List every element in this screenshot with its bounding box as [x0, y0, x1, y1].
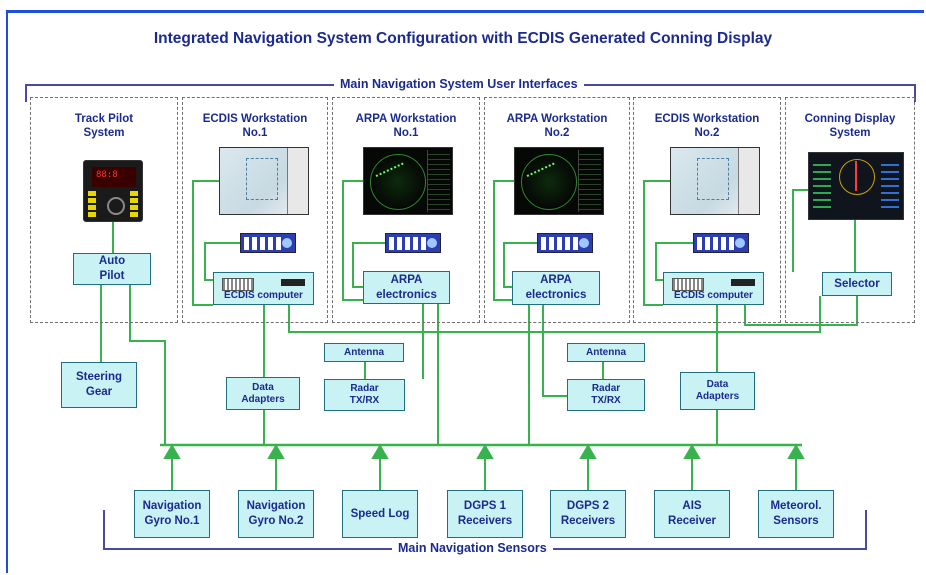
- ecdis-1-computer-box: ECDIS computer: [213, 272, 314, 305]
- interfaces-section-label: Main Navigation System User Interfaces: [334, 77, 584, 91]
- antenna-2-box: Antenna: [567, 343, 645, 362]
- sensor-meteorol-box: Meteorol.Sensors: [758, 490, 834, 538]
- arpa1-monitor-line: [342, 180, 363, 301]
- antenna-1-box: Antenna: [324, 343, 404, 362]
- arpa2-keyboard-line: [503, 242, 537, 288]
- conning-monitor-line: [792, 189, 808, 272]
- arpa-2-keyboard-icon: [537, 233, 593, 253]
- ecdis2-monitor-line: [643, 180, 670, 306]
- sensor-speed-log-box: Speed Log: [342, 490, 418, 538]
- ecdis-1-keyboard-icon: [240, 233, 296, 253]
- selector-box: Selector: [822, 272, 892, 296]
- ecdis-1-monitor-icon: [219, 147, 309, 215]
- ecdis1-to-selector-line: [288, 296, 821, 333]
- autopilot-to-bus-line: [129, 285, 166, 445]
- sensor-arrows: [163, 444, 805, 490]
- diagram-title: Integrated Navigation System Configurati…: [153, 30, 773, 47]
- drive-bay-icon: [731, 279, 755, 286]
- ecdis1-monitor-line: [192, 180, 219, 306]
- selector-to-ecdis2-line: [744, 296, 858, 326]
- ecdis1-keyboard-line: [204, 242, 240, 281]
- arpa-1-monitor-icon: [363, 147, 453, 215]
- conning-display-monitor-icon: [808, 152, 904, 220]
- arpa2-monitor-line: [493, 180, 514, 301]
- diagram-frame: [6, 10, 924, 573]
- sensors-section-label: Main Navigation Sensors: [392, 541, 553, 555]
- ecdis-2-monitor-icon: [670, 147, 760, 215]
- arpa2-to-radar-line: [542, 305, 567, 397]
- ecdis2-keyboard-line: [655, 242, 693, 281]
- arpa-2-monitor-icon: [514, 147, 604, 215]
- arpa-1-keyboard-icon: [385, 233, 441, 253]
- track-pilot-device-icon: 88:8: [83, 160, 143, 222]
- arpa1-keyboard-line: [352, 242, 385, 288]
- drive-bay-icon: [281, 279, 305, 286]
- drive-slot-icon: [222, 278, 254, 291]
- ecdis-2-keyboard-icon: [693, 233, 749, 253]
- ecdis-2-computer-box: ECDIS computer: [663, 272, 764, 305]
- drive-slot-icon: [672, 278, 704, 291]
